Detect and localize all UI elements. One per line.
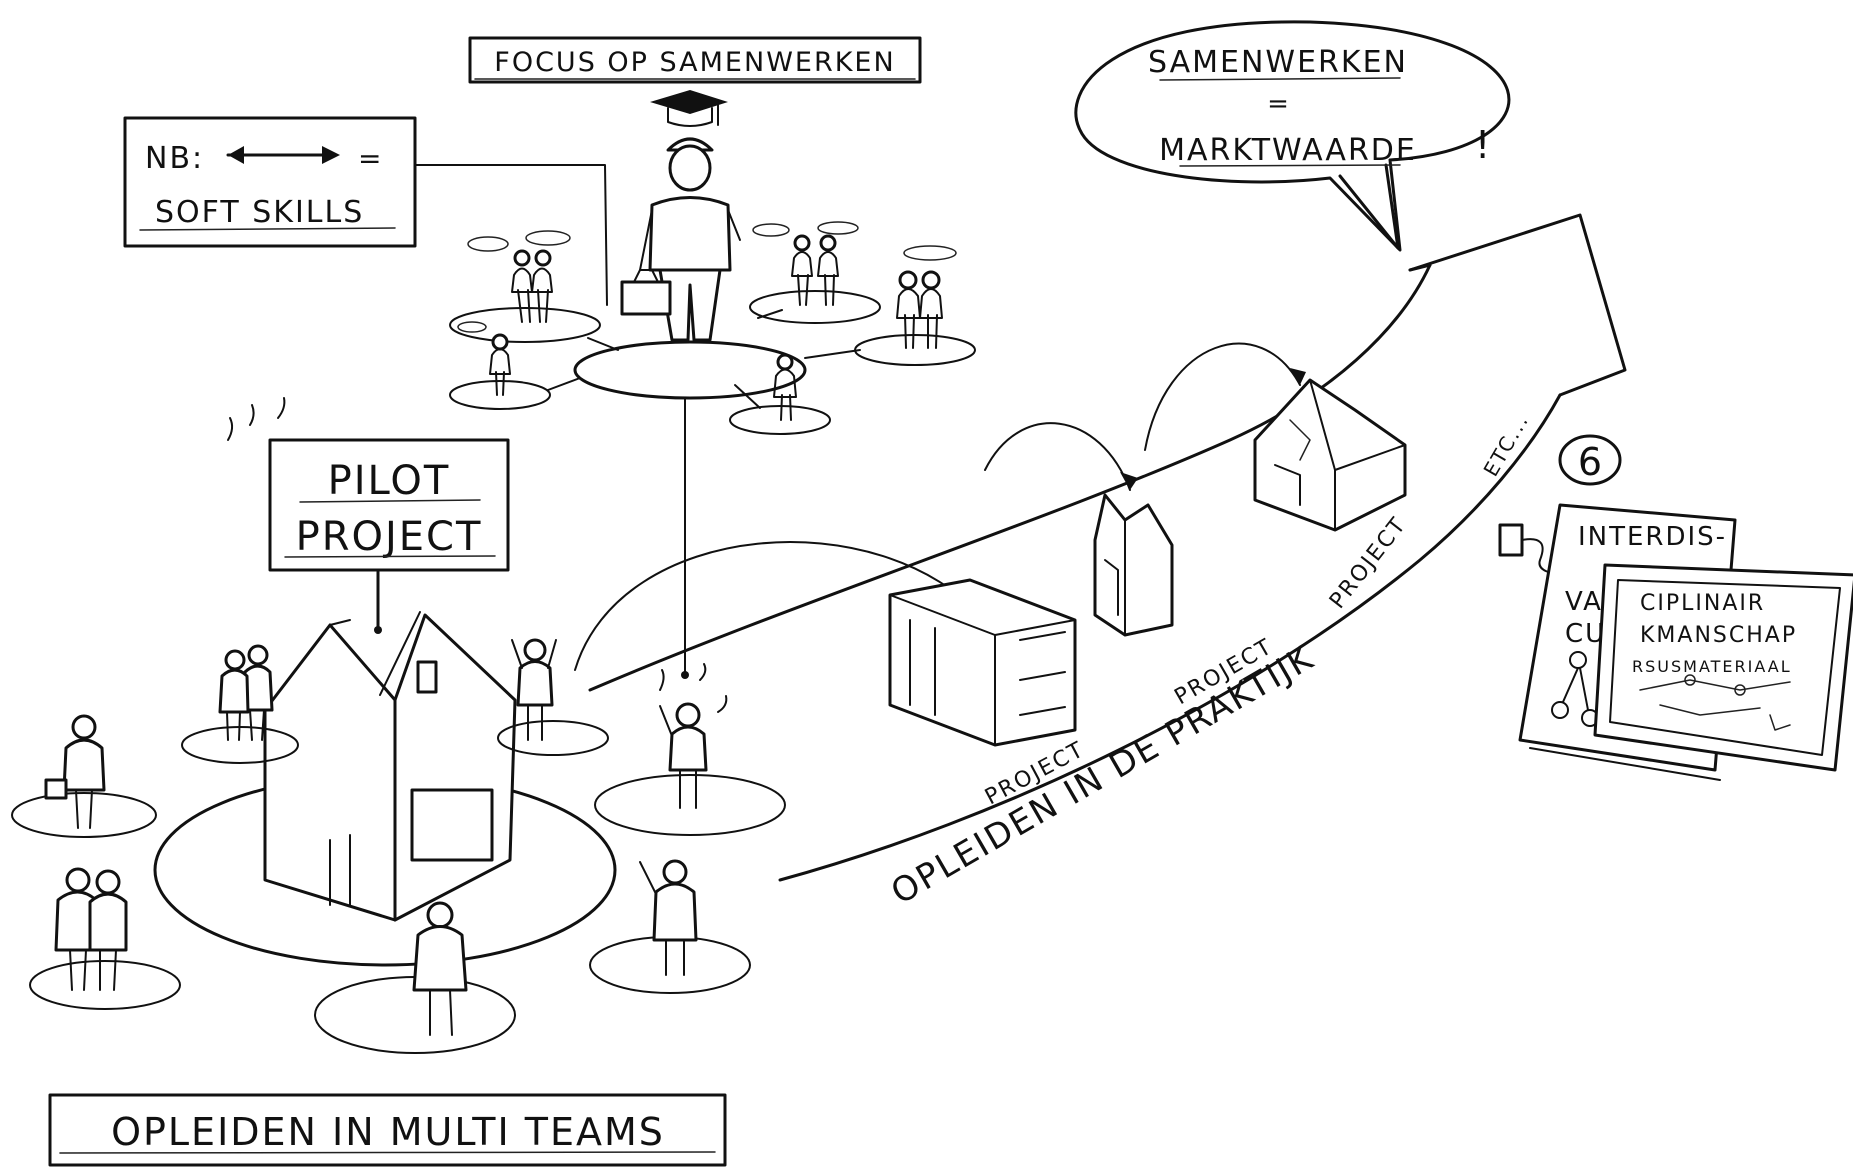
bubble-equals: = — [1267, 89, 1289, 119]
soft-skills-label: SOFT SKILLS — [155, 195, 364, 230]
progress-arrow — [588, 213, 1627, 882]
pilot-house-group — [11, 541, 986, 1054]
etc-label: ETC... — [1479, 409, 1534, 481]
pilot-line2: PROJECT — [296, 514, 483, 560]
bubble-exclamation: ! — [1475, 123, 1490, 167]
peer-groups — [449, 221, 976, 435]
step-number-badge: 6 — [1558, 434, 1622, 486]
bottom-title-box: OPLEIDEN IN MULTI TEAMS — [48, 1093, 727, 1167]
doc-cu: CU — [1565, 619, 1606, 649]
small-people-icon — [489, 234, 943, 421]
pilot-line1: PILOT — [328, 458, 451, 504]
focus-title: FOCUS OP SAMENWERKEN — [494, 47, 895, 78]
double-arrow-icon — [226, 146, 340, 164]
step-number: 6 — [1578, 440, 1602, 484]
pilot-project-box: PILOT PROJECT — [227, 397, 510, 634]
bottom-title: OPLEIDEN IN MULTI TEAMS — [111, 1110, 665, 1154]
collaboration-hub — [449, 90, 976, 679]
speech-bubble: SAMENWERKEN = MARKTWAARDE ! — [1074, 20, 1511, 252]
project-3: PROJECT — [1144, 342, 1412, 614]
bubble-line1: SAMENWERKEN — [1148, 45, 1408, 80]
focus-title-box: FOCUS OP SAMENWERKEN — [468, 36, 922, 84]
screen-line1: CIPLINAIR — [1640, 591, 1765, 616]
plug-icon — [1498, 523, 1576, 576]
tablet-screen: CIPLINAIR KMANSCHAP RSUSMATERIAAL — [1593, 563, 1853, 772]
graduation-cap-icon — [650, 90, 728, 127]
nb-label: NB: — [145, 141, 204, 176]
sparkle-icon-2 — [659, 663, 728, 713]
bubble-line2: MARKTWAARDE — [1159, 133, 1417, 168]
sparkle-icon — [227, 397, 286, 441]
diagram-sketch-icon — [1639, 674, 1791, 731]
construction-worker-icon — [620, 137, 741, 342]
course-materials: INTERDIS- VA CU CIPLINAIR KMANSCHAP RSUS… — [1498, 503, 1853, 781]
screen-line2: KMANSCHAP — [1640, 623, 1797, 648]
project-1: PROJECT — [888, 578, 1089, 810]
doc-line1: INTERDIS- — [1578, 522, 1727, 552]
nb-soft-skills-box: NB: = SOFT SKILLS — [123, 116, 608, 306]
small-speech-bubbles — [457, 221, 957, 333]
doc-va: VA — [1565, 587, 1603, 617]
nb-equals: = — [358, 142, 381, 175]
team-people-icon — [44, 638, 708, 1036]
screen-line3: RSUSMATERIAAL — [1632, 657, 1792, 676]
